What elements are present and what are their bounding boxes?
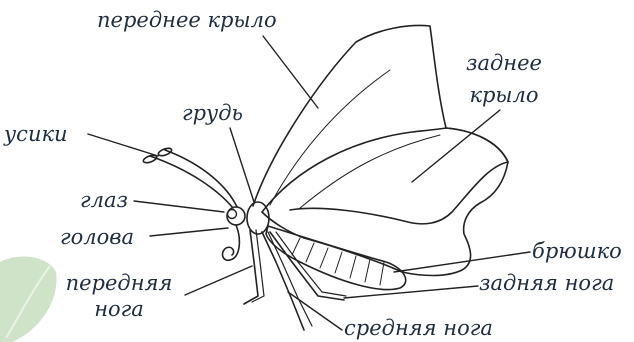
abdomen-shape [266,226,406,290]
antenna-2 [165,150,237,207]
hindwing-leader [412,110,500,182]
hindwing-shape [262,128,508,276]
antenna-1 [150,156,233,208]
thorax-shape [247,202,269,234]
proboscis [223,225,240,260]
label-head: голова [60,226,134,248]
midleg-shape [262,232,304,330]
label-forewing: переднее крыло [97,9,277,31]
head-leader [150,228,228,236]
label-antennae: усики [4,123,68,145]
hindleg-leader [344,286,478,298]
label-hindwing-line1: заднее [462,52,546,74]
label-abdomen: брюшко [532,240,622,262]
abdomen-leader [394,252,530,272]
label-foreleg-line1: передняя [56,272,182,294]
forewing-leader [263,36,318,108]
label-hindleg: задняя нога [479,272,614,294]
eye-shape [228,210,237,219]
thorax-leader [230,128,254,202]
label-midleg: средняя нога [344,317,493,339]
label-thorax: грудь [182,102,243,124]
label-eye: глаз [80,189,128,211]
eye-leader [134,201,224,212]
label-hindwing-line2: крыло [462,84,546,106]
foreleg-leader [185,266,252,295]
label-foreleg-line2: нога [56,298,182,320]
antennae-leader [88,134,158,156]
